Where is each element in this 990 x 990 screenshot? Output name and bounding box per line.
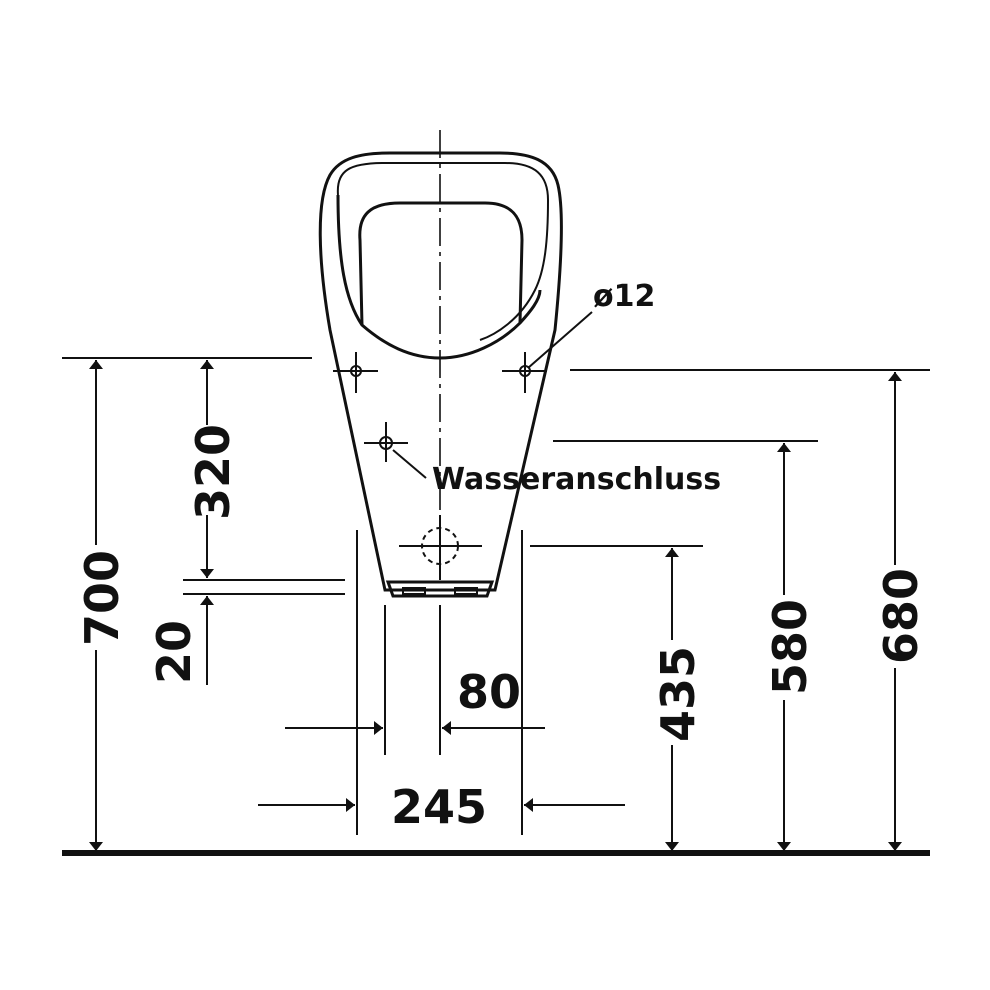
urinal-outline: [318, 151, 563, 598]
dim-80: 80: [457, 665, 521, 719]
hole-diameter-label: ø12: [593, 279, 655, 314]
dim-680: 680: [874, 568, 928, 664]
water-inlet-symbol: [364, 422, 408, 462]
dim-320: 320: [186, 424, 240, 520]
dim-20: 20: [147, 620, 201, 684]
dim-435: 435: [651, 646, 705, 742]
outlet-symbol: [399, 515, 482, 580]
fixing-hole-right: [502, 352, 547, 393]
water-connection-label: Wasseranschluss: [432, 462, 721, 497]
dim-700: 700: [75, 550, 129, 646]
leader-line: [392, 449, 427, 479]
leader-line: [527, 311, 593, 369]
dim-245: 245: [391, 780, 487, 834]
fixing-hole-left: [333, 352, 378, 393]
dim-580: 580: [763, 599, 817, 695]
